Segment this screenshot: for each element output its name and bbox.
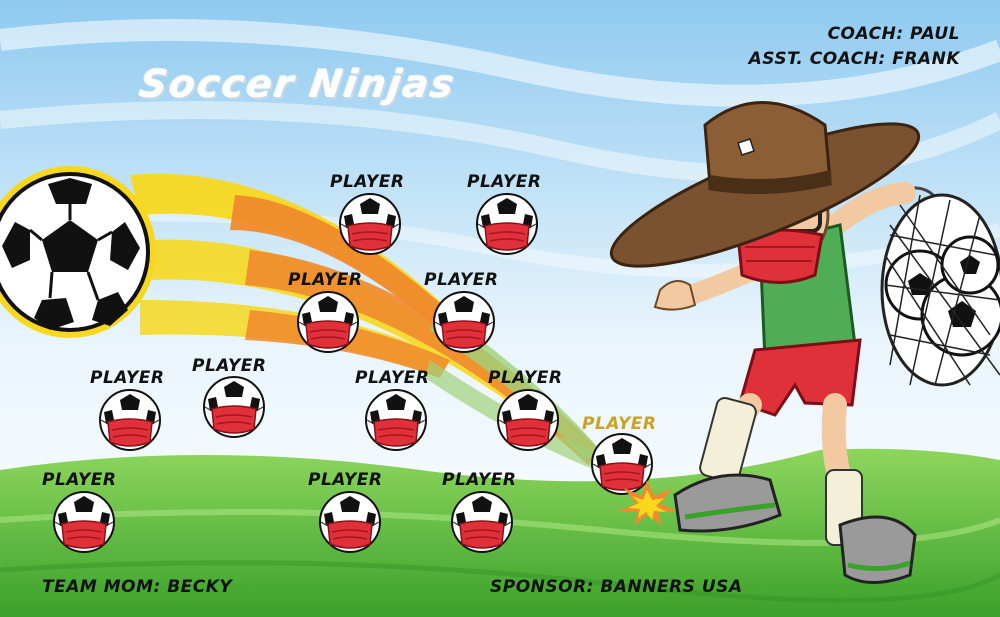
player-label: PLAYER (488, 368, 563, 388)
asst-coach-label: ASST. COACH: FRANK (748, 49, 960, 69)
net-bag-icon (880, 186, 1000, 387)
player-label: PLAYER (467, 172, 542, 192)
player-label-highlight: PLAYER (582, 414, 657, 434)
player-label: PLAYER (288, 270, 363, 290)
masked-ball-icon (202, 375, 266, 439)
player-label: PLAYER (330, 172, 405, 192)
player-label: PLAYER (192, 356, 267, 376)
player-label: PLAYER (308, 470, 383, 490)
masked-ball-icon (432, 290, 496, 354)
masked-ball-icon (496, 388, 560, 452)
player-label: PLAYER (442, 470, 517, 490)
ninja-mascot-icon (609, 101, 1000, 584)
coach-label: COACH: PAUL (827, 24, 960, 44)
player-label: PLAYER (424, 270, 499, 290)
masked-ball-icon (98, 388, 162, 452)
masked-ball-icon (318, 490, 382, 554)
player-label: PLAYER (90, 368, 165, 388)
player-label: PLAYER (355, 368, 430, 388)
sponsor-label: SPONSOR: BANNERS USA (490, 577, 743, 597)
masked-ball-icon (450, 490, 514, 554)
masked-ball-icon (364, 388, 428, 452)
team-mom-label: TEAM MOM: BECKY (42, 577, 233, 597)
masked-ball-icon (338, 192, 402, 256)
masked-ball-icon (475, 192, 539, 256)
soccer-ball-icon (0, 166, 156, 338)
masked-ball-icon (590, 432, 654, 496)
masked-ball-icon (52, 490, 116, 554)
masked-ball-icon (296, 290, 360, 354)
team-name: Soccer Ninjas (136, 62, 459, 106)
player-label: PLAYER (42, 470, 117, 490)
kick-spark-icon (616, 480, 680, 526)
